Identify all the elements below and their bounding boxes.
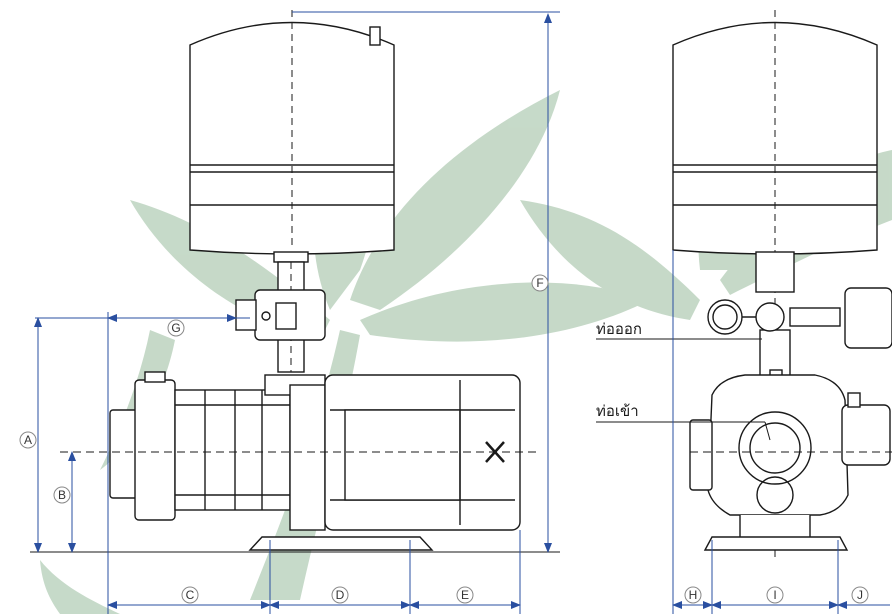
front-callout-leaders (596, 338, 771, 441)
svg-text:C: C (186, 588, 195, 602)
dim-label-e: E (456, 586, 474, 604)
dim-label-j: J (851, 586, 869, 604)
dim-label-a: A (19, 431, 37, 449)
pressure-switch (235, 289, 326, 341)
svg-text:J: J (857, 588, 863, 602)
dim-label-g: G (167, 319, 185, 337)
front-view (672, 10, 892, 560)
dim-label-b: B (53, 486, 71, 504)
dim-label-h: H (684, 586, 702, 604)
front-dimension-labels: H I J (684, 586, 869, 604)
inlet-label: ท่อเข้า (596, 402, 639, 420)
outlet-label: ท่อออก (596, 320, 642, 338)
svg-text:G: G (171, 321, 180, 335)
dim-label-c: C (181, 586, 199, 604)
dim-label-i: I (766, 586, 784, 604)
svg-text:F: F (536, 276, 543, 290)
pressure-tank (189, 10, 395, 255)
front-switch (755, 287, 892, 349)
pump-body (109, 371, 326, 531)
svg-text:E: E (461, 588, 469, 602)
front-dimension-lines (672, 250, 890, 614)
dim-label-d: D (331, 586, 349, 604)
svg-text:A: A (24, 433, 32, 447)
motor (324, 374, 521, 531)
pressure-gauge (707, 299, 760, 335)
svg-text:B: B (58, 488, 66, 502)
svg-text:I: I (773, 588, 776, 602)
side-dimension-labels: A B C D E F G (19, 274, 549, 604)
base-plate (30, 536, 560, 553)
dim-label-f: F (531, 274, 549, 292)
svg-text:H: H (689, 588, 698, 602)
svg-text:D: D (336, 588, 345, 602)
side-view (30, 10, 560, 553)
front-pump-body (689, 369, 892, 551)
